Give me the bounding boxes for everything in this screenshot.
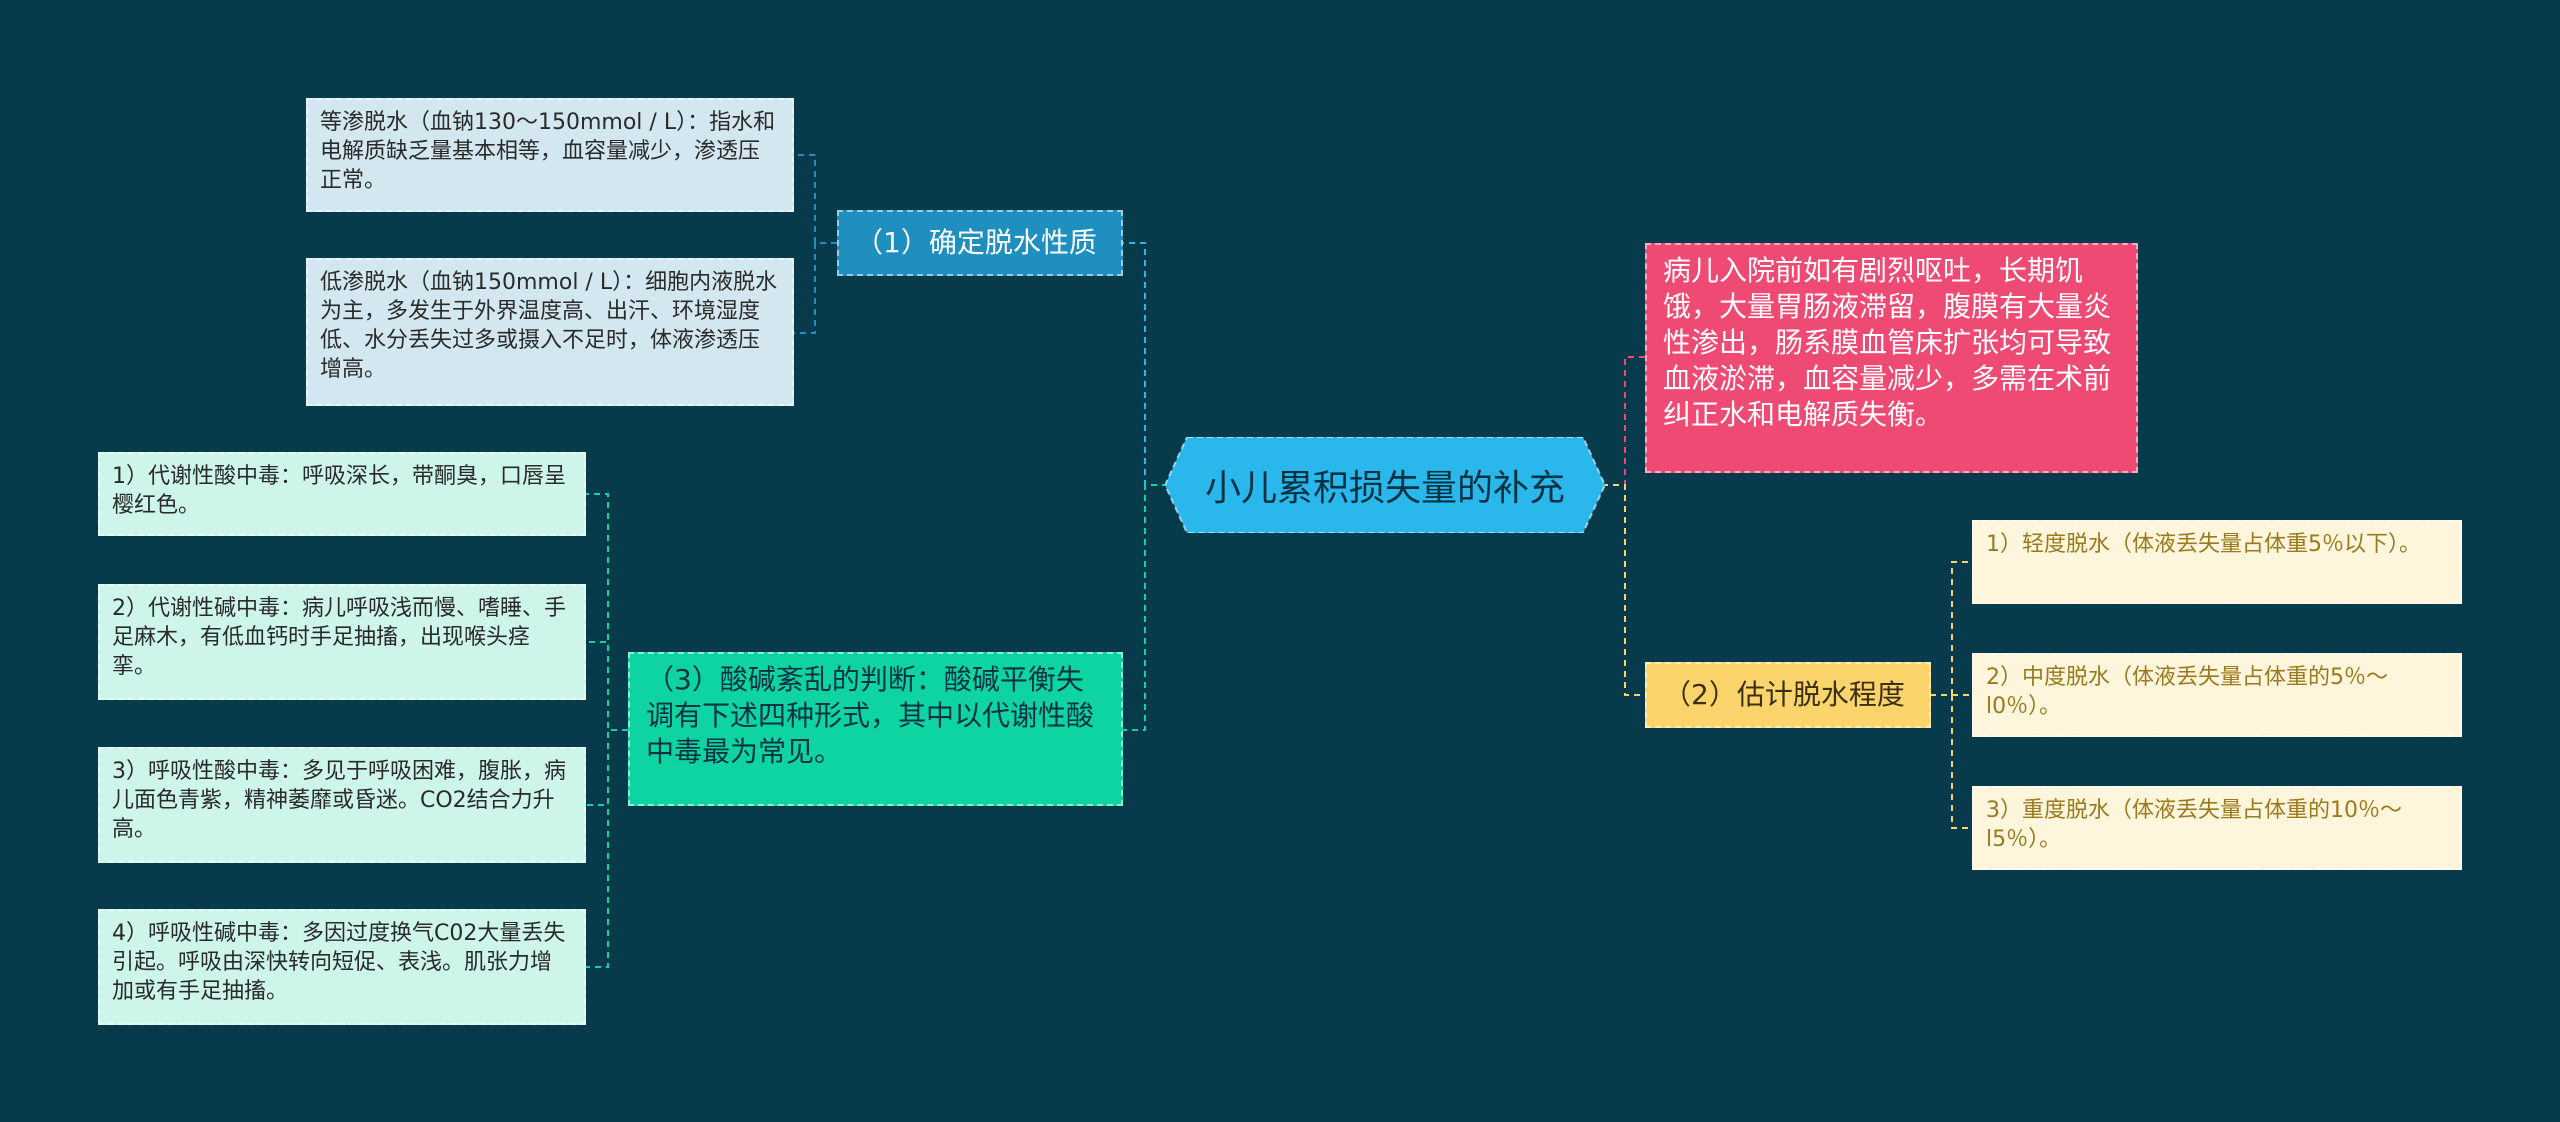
root-node[interactable]: 小儿累积损失量的补充 bbox=[1165, 437, 1605, 533]
leaf-metabolic-alkalosis[interactable]: 2）代谢性碱中毒：病儿呼吸浅而慢、嗜睡、手足麻木，有低血钙时手足抽搐，出现喉头痉… bbox=[98, 584, 586, 700]
leaf-respiratory-alkalosis[interactable]: 4）呼吸性碱中毒：多因过度换气C02大量丢失引起。呼吸由深快转向短促、表浅。肌张… bbox=[98, 909, 586, 1025]
link-root-degree bbox=[1602, 484, 1645, 696]
link-degree-leaf3 bbox=[1930, 694, 1972, 829]
link-root-nature bbox=[1122, 242, 1168, 486]
link-root-preop bbox=[1602, 356, 1645, 486]
leaf-severe-dehydration-text: 3）重度脱水（体液丢失量占体重的10％～l5％）。 bbox=[1986, 798, 2402, 852]
leaf-hypotonic-dehydration[interactable]: 低渗脱水（血钠150mmol / L）：细胞内液脱水为主，多发生于外界温度高、出… bbox=[306, 258, 794, 406]
leaf-respiratory-acidosis[interactable]: 3）呼吸性酸中毒：多见于呼吸困难，腹胀，病儿面色青紫，精神萎靡或昏迷。CO2结合… bbox=[98, 747, 586, 863]
leaf-hypotonic-dehydration-text: 低渗脱水（血钠150mmol / L）：细胞内液脱水为主，多发生于外界温度高、出… bbox=[320, 270, 778, 382]
leaf-metabolic-acidosis-text: 1）代谢性酸中毒：呼吸深长，带酮臭，口唇呈樱红色。 bbox=[112, 464, 566, 518]
leaf-isotonic-dehydration-text: 等渗脱水（血钠130～150mmol / L）：指水和电解质缺乏量基本相等，血容… bbox=[320, 110, 776, 193]
branch-dehydration-degree[interactable]: （2）估计脱水程度 bbox=[1645, 662, 1931, 728]
link-degree-leaf1 bbox=[1930, 561, 1972, 696]
leaf-metabolic-acidosis[interactable]: 1）代谢性酸中毒：呼吸深长，带酮臭，口唇呈樱红色。 bbox=[98, 452, 586, 536]
branch-acid-base[interactable]: （3）酸碱紊乱的判断：酸碱平衡失调有下述四种形式，其中以代谢性酸中毒最为常见。 bbox=[628, 652, 1123, 806]
branch-dehydration-degree-label: （2）估计脱水程度 bbox=[1663, 678, 1905, 711]
link-acid-leaf1 bbox=[586, 493, 628, 731]
leaf-severe-dehydration[interactable]: 3）重度脱水（体液丢失量占体重的10％～l5％）。 bbox=[1972, 786, 2462, 870]
branch-preop-note[interactable]: 病儿入院前如有剧烈呕吐，长期饥饿，大量胃肠液滞留，腹膜有大量炎性渗出，肠系膜血管… bbox=[1645, 243, 2138, 473]
leaf-isotonic-dehydration[interactable]: 等渗脱水（血钠130～150mmol / L）：指水和电解质缺乏量基本相等，血容… bbox=[306, 98, 794, 212]
link-nature-leaf1 bbox=[793, 154, 837, 244]
link-acid-leaf4 bbox=[586, 729, 628, 968]
leaf-moderate-dehydration[interactable]: 2）中度脱水（体液丢失量占体重的5％～l0％）。 bbox=[1972, 653, 2462, 737]
leaf-respiratory-acidosis-text: 3）呼吸性酸中毒：多见于呼吸困难，腹胀，病儿面色青紫，精神萎靡或昏迷。CO2结合… bbox=[112, 759, 566, 842]
leaf-mild-dehydration-text: 1）轻度脱水（体液丢失量占体重5％以下）。 bbox=[1986, 532, 2421, 557]
branch-preop-note-label: 病儿入院前如有剧烈呕吐，长期饥饿，大量胃肠液滞留，腹膜有大量炎性渗出，肠系膜血管… bbox=[1663, 254, 2112, 431]
branch-dehydration-nature[interactable]: （1）确定脱水性质 bbox=[837, 210, 1123, 276]
branch-acid-base-label: （3）酸碱紊乱的判断：酸碱平衡失调有下述四种形式，其中以代谢性酸中毒最为常见。 bbox=[646, 663, 1095, 768]
leaf-mild-dehydration[interactable]: 1）轻度脱水（体液丢失量占体重5％以下）。 bbox=[1972, 520, 2462, 604]
root-hexagon-shape bbox=[1165, 437, 1605, 533]
root-label: 小儿累积损失量的补充 bbox=[1204, 468, 1565, 509]
leaf-metabolic-alkalosis-text: 2）代谢性碱中毒：病儿呼吸浅而慢、嗜睡、手足麻木，有低血钙时手足抽搐，出现喉头痉… bbox=[112, 596, 566, 679]
link-acid-leaf2 bbox=[586, 641, 628, 731]
leaf-respiratory-alkalosis-text: 4）呼吸性碱中毒：多因过度换气C02大量丢失引起。呼吸由深快转向短促、表浅。肌张… bbox=[112, 921, 566, 1004]
branch-dehydration-nature-label: （1）确定脱水性质 bbox=[855, 226, 1097, 259]
link-root-acidbase bbox=[1122, 484, 1168, 731]
link-nature-leaf2 bbox=[793, 242, 837, 334]
leaf-moderate-dehydration-text: 2）中度脱水（体液丢失量占体重的5％～l0％）。 bbox=[1986, 665, 2388, 719]
